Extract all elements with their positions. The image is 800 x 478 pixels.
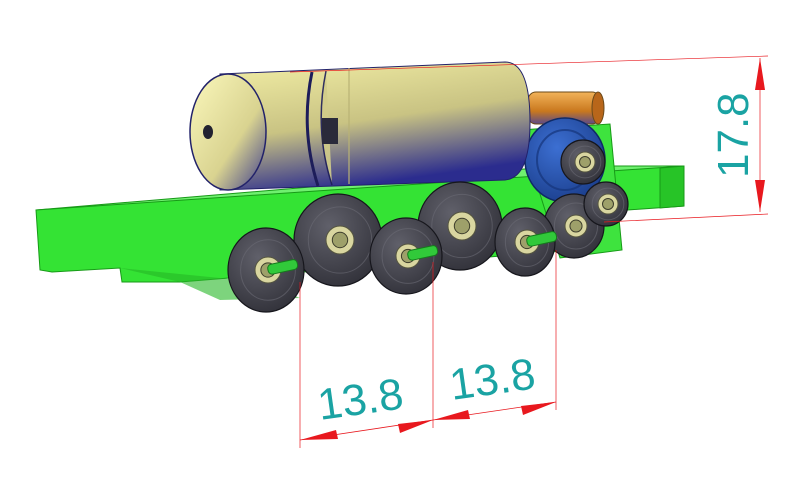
idler-bearing-upper-icon [560, 139, 606, 185]
motor-shaft [527, 91, 605, 125]
motor-icon [189, 61, 531, 191]
wheel-rim [591, 187, 625, 221]
pitch-right-label: 13.8 [447, 349, 539, 409]
axle-icon [526, 231, 558, 247]
bearing-inner-race [569, 219, 583, 233]
pitch-left-label: 13.8 [315, 369, 407, 429]
wheel-rim [240, 239, 296, 301]
wheel-rim [568, 145, 602, 179]
height-dimension [755, 58, 765, 212]
idler-bearing-lower-icon [583, 181, 629, 227]
axle-icon [407, 245, 439, 261]
road-wheel-front-1-icon [227, 227, 305, 313]
height-label: 17.8 [709, 92, 758, 178]
road-wheel-front-3-icon [494, 207, 558, 277]
wheel-rim [553, 202, 599, 250]
bearing-inner-race [602, 198, 614, 210]
bearing-inner-race [453, 217, 471, 235]
pitch-dimension-right [432, 401, 557, 421]
pitch-dimension-left [299, 419, 434, 441]
road-wheel-front-2-icon [369, 217, 443, 295]
bearing-inner-race [331, 231, 349, 249]
road-wheel-back-1-icon [293, 193, 383, 287]
bearing-inner-race [579, 156, 591, 168]
wheel-rim [307, 206, 373, 274]
axle-icon [267, 259, 299, 275]
wheel-rim [431, 193, 493, 259]
